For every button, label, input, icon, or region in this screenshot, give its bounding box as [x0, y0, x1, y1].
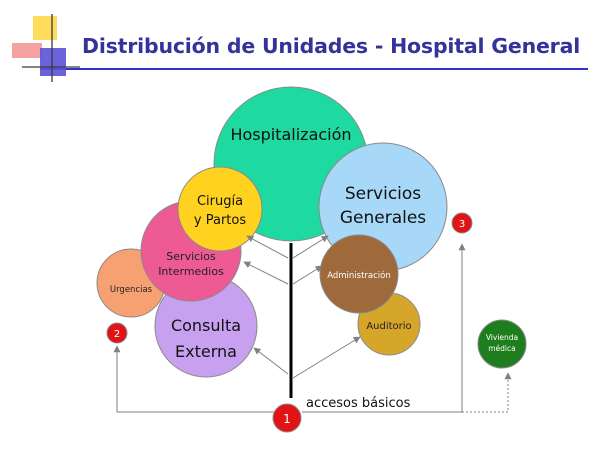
- logo-decoration: [12, 14, 80, 82]
- consulta-externa-node: Consulta Externa: [154, 274, 258, 378]
- arrow-to-consulta-externa: [253, 347, 289, 375]
- servicios-intermedios-label-line2: Intermedios: [158, 265, 224, 278]
- administracion-node: Administración: [319, 234, 399, 314]
- vivienda-medica-node: Vivienda médica: [477, 319, 527, 369]
- marker-1-label: 1: [283, 412, 291, 426]
- servicios-generales-label-line1: Servicios: [345, 184, 421, 204]
- administracion-label: Administración: [327, 270, 391, 281]
- arrow-to-administracion: [292, 265, 323, 285]
- auditorio-label: Auditorio: [366, 321, 411, 332]
- marker-2-label: 2: [114, 329, 120, 340]
- slide-title: Distribución de Unidades - Hospital Gene…: [82, 34, 581, 58]
- arrow-to-servicios-intermedios: [243, 261, 289, 285]
- consulta-externa-label-line2: Externa: [175, 342, 237, 361]
- servicios-generales-label-line2: Generales: [340, 208, 426, 228]
- title-underline: [40, 68, 588, 70]
- servicios-intermedios-label-line1: Servicios: [166, 250, 216, 263]
- arrow-to-auditorio: [292, 336, 361, 379]
- marker-1: 1: [272, 403, 302, 433]
- consulta-externa-label-line1: Consulta: [171, 316, 241, 335]
- hospitalizacion-label: Hospitalización: [230, 125, 351, 144]
- cirugia-label-line1: Cirugía: [197, 194, 243, 209]
- arrow-to-servicios-generales: [292, 235, 329, 259]
- marker-3-label: 3: [459, 219, 465, 230]
- cirugia-label-line2: y Partos: [194, 213, 246, 228]
- vivienda-medica-label-line2: médica: [488, 344, 515, 353]
- marker-3: 3: [451, 212, 473, 234]
- accesos-basicos-label: accesos básicos: [306, 396, 411, 411]
- urgencias-label: Urgencias: [110, 285, 153, 295]
- connector-arrows: [113, 235, 512, 413]
- arrow-to-cirugia: [246, 235, 289, 259]
- arrow-to-marker-2: [113, 345, 274, 413]
- dotted-arrow-to-vivienda: [462, 372, 512, 413]
- marker-2: 2: [106, 322, 128, 344]
- vivienda-medica-label-line1: Vivienda: [486, 333, 518, 342]
- cirugia-partos-node: Cirugía y Partos: [177, 166, 263, 252]
